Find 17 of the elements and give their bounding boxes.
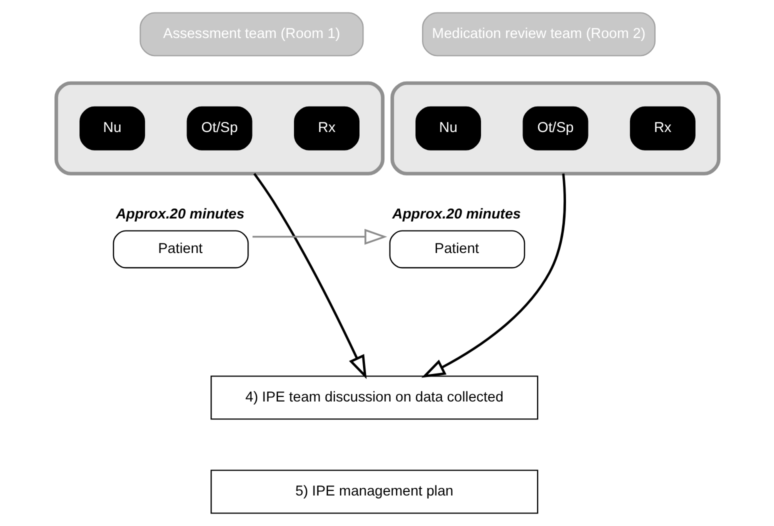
node-box: Nu xyxy=(79,106,145,150)
arrow xyxy=(420,174,566,378)
node-label: Approx.20 minutes xyxy=(392,206,520,222)
node-box: Ot/Sp xyxy=(186,106,252,150)
node-box: 4) IPE team discussion on data collected xyxy=(210,376,538,420)
node-label: Approx.20 minutes xyxy=(115,206,244,222)
node-box: Patient xyxy=(112,230,248,268)
arrow xyxy=(252,228,387,245)
node-box: Ot/Sp xyxy=(522,106,588,150)
cluster xyxy=(390,81,720,176)
cluster xyxy=(54,81,384,176)
arrow xyxy=(252,172,366,380)
node-box: Patient xyxy=(388,230,525,268)
node-box: Rx xyxy=(293,106,359,150)
node-box: 5) IPE management plan xyxy=(210,470,538,514)
node-box: Rx xyxy=(629,106,695,150)
node-box: Nu xyxy=(415,106,481,150)
